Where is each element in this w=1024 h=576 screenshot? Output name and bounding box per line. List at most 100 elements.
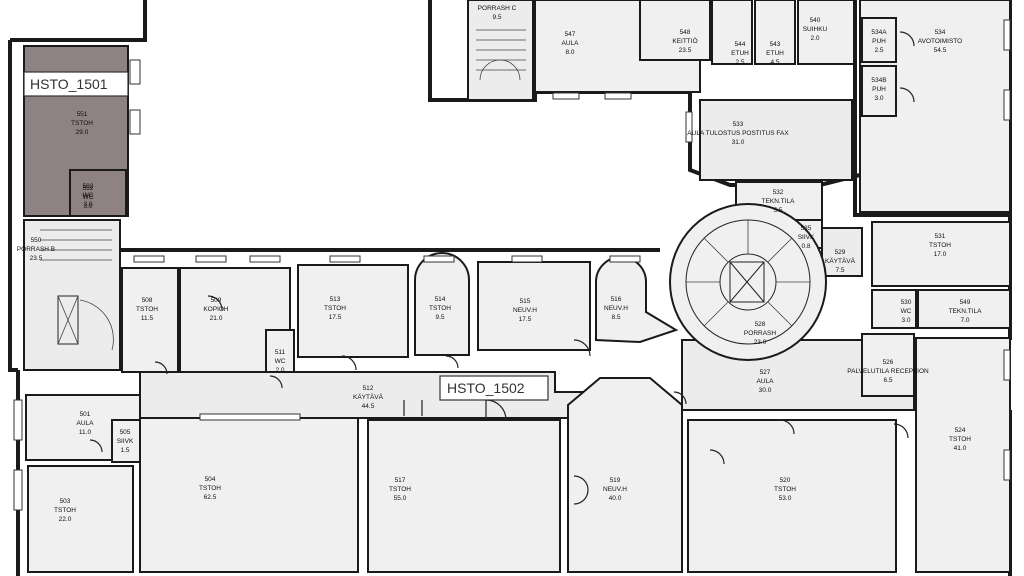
room-label-area: 2.5 [874,47,883,54]
room-503[interactable] [27,465,134,573]
room-label-number: 504 [205,476,216,483]
room-label-number: 503 [60,498,71,505]
room-label-number: 524 [955,427,966,434]
room-label-name: KÄYTÄVÄ [825,257,856,265]
room-label-name: TSTOH [949,436,971,443]
room-label-area: 62.5 [204,494,217,501]
room-label-area: 6.5 [883,377,892,384]
room-label-name: ETUH [766,50,784,57]
room-505[interactable] [111,419,141,463]
room-540[interactable] [797,0,855,65]
room-label-area: 5.5 [773,207,782,214]
zone-tag-hsto-1501[interactable]: HSTO_1501 [23,71,129,97]
round-stair-528[interactable] [669,203,827,361]
room-label-number: 550 [31,237,42,244]
windows [13,19,1011,511]
room-label-number: 547 [565,31,576,38]
room-labels: 501AULA11.0502WC3.0503TSTOH22.0504TSTOH6… [17,5,982,523]
room-517[interactable] [367,419,561,573]
room-label-name: ETUH [731,50,749,57]
room-label-number: 515 [520,298,531,305]
room-label-name: WC [901,308,912,315]
room-label-name: TSTOH [136,306,158,313]
room-label-area: 2.0 [275,367,284,374]
room-label-name: TEKN.TILA [762,198,796,205]
room-label-number: 516 [611,296,622,303]
room-label-number: 509 [211,297,222,304]
room-530[interactable] [871,289,917,329]
room-label-number: 530 [901,299,912,306]
room-508[interactable] [121,267,179,373]
room-label-number: 501 [80,411,91,418]
room-519[interactable] [567,377,683,573]
room-label-name: NEUV.H [604,305,628,312]
room-516[interactable] [595,256,679,344]
room-label-name: PORRASH B [17,246,55,253]
room-label-area: 7.0 [960,317,969,324]
room-label-number: 527 [760,369,771,376]
room-524[interactable] [915,337,1011,573]
room-520[interactable] [687,419,897,573]
room-label-name: 9.5 [492,14,501,21]
room-label-name: TSTOH [71,120,93,127]
room-504[interactable] [139,414,359,573]
room-label-area: 23.5 [30,255,43,262]
zone-tag-hsto-1502[interactable]: HSTO_1502 [439,375,549,401]
room-label-name: KÄYTÄVÄ [353,393,384,401]
room-label-name: TSTOH [929,242,951,249]
room-514[interactable] [414,252,470,356]
room-label-area: 17.0 [934,251,947,258]
room-label-area: 17.5 [519,316,532,323]
room-label-name: TSTOH [199,485,221,492]
room-515[interactable] [477,261,591,351]
room-label-number: 517 [395,477,406,484]
room-543[interactable] [754,0,796,65]
stair-c-icon [476,29,526,81]
stair-b-icon [40,229,114,351]
room-549[interactable] [917,289,1011,329]
room-label-area: 3.0 [901,317,910,324]
room-label-number: 548 [680,29,691,36]
room-label-number: 533 [733,121,744,128]
room-label-name: PORRASH [744,330,776,337]
room-526[interactable] [861,333,915,397]
room-552[interactable] [69,169,127,217]
room-550[interactable] [23,219,121,371]
room-label-number: 534A [871,29,887,36]
room-label-area: 7.5 [835,267,844,274]
room-label-name: SIIVK [117,438,134,445]
room-label-number: 543 [770,41,781,48]
room-label-area: 8.5 [611,314,620,321]
room-label-number: 549 [960,299,971,306]
room-label-area: 29.0 [76,129,89,136]
room-label-number: 511 [275,349,286,356]
room-533[interactable] [699,99,853,181]
room-534a[interactable] [861,17,897,63]
room-534b[interactable] [861,65,897,117]
room-label-number: 535 [801,225,812,232]
room-label-number: 513 [330,296,341,303]
room-label-number: 502 [83,183,94,190]
room-label-number: 531 [935,233,946,240]
room-label-number: 528 [755,321,766,328]
room-548[interactable] [639,0,711,61]
room-label-area: 8.0 [565,49,574,56]
room-label-area: 2.5 [735,59,744,66]
room-label-area: 11.0 [79,429,92,436]
room-label-area: 2.0 [810,35,819,42]
room-label-area: 0.8 [801,243,810,250]
room-544[interactable] [711,0,753,65]
zone-tag-label: HSTO_1501 [30,76,108,92]
room-label-area: 41.0 [954,445,967,452]
room-label-name: WC [83,194,94,201]
room-label-name: AULA [77,420,95,427]
zone-tag-label: HSTO_1502 [447,380,525,396]
room-label-name: AVOTOIMISTO [918,38,962,45]
room-label-number: 534 [935,29,946,36]
room-529[interactable] [821,227,863,277]
room-label-area: 11.5 [141,315,154,322]
room-531[interactable] [871,221,1011,287]
room-label-name: TSTOH [429,305,451,312]
room-label-name: NEUV.H [513,307,537,314]
room-513[interactable] [297,264,409,358]
